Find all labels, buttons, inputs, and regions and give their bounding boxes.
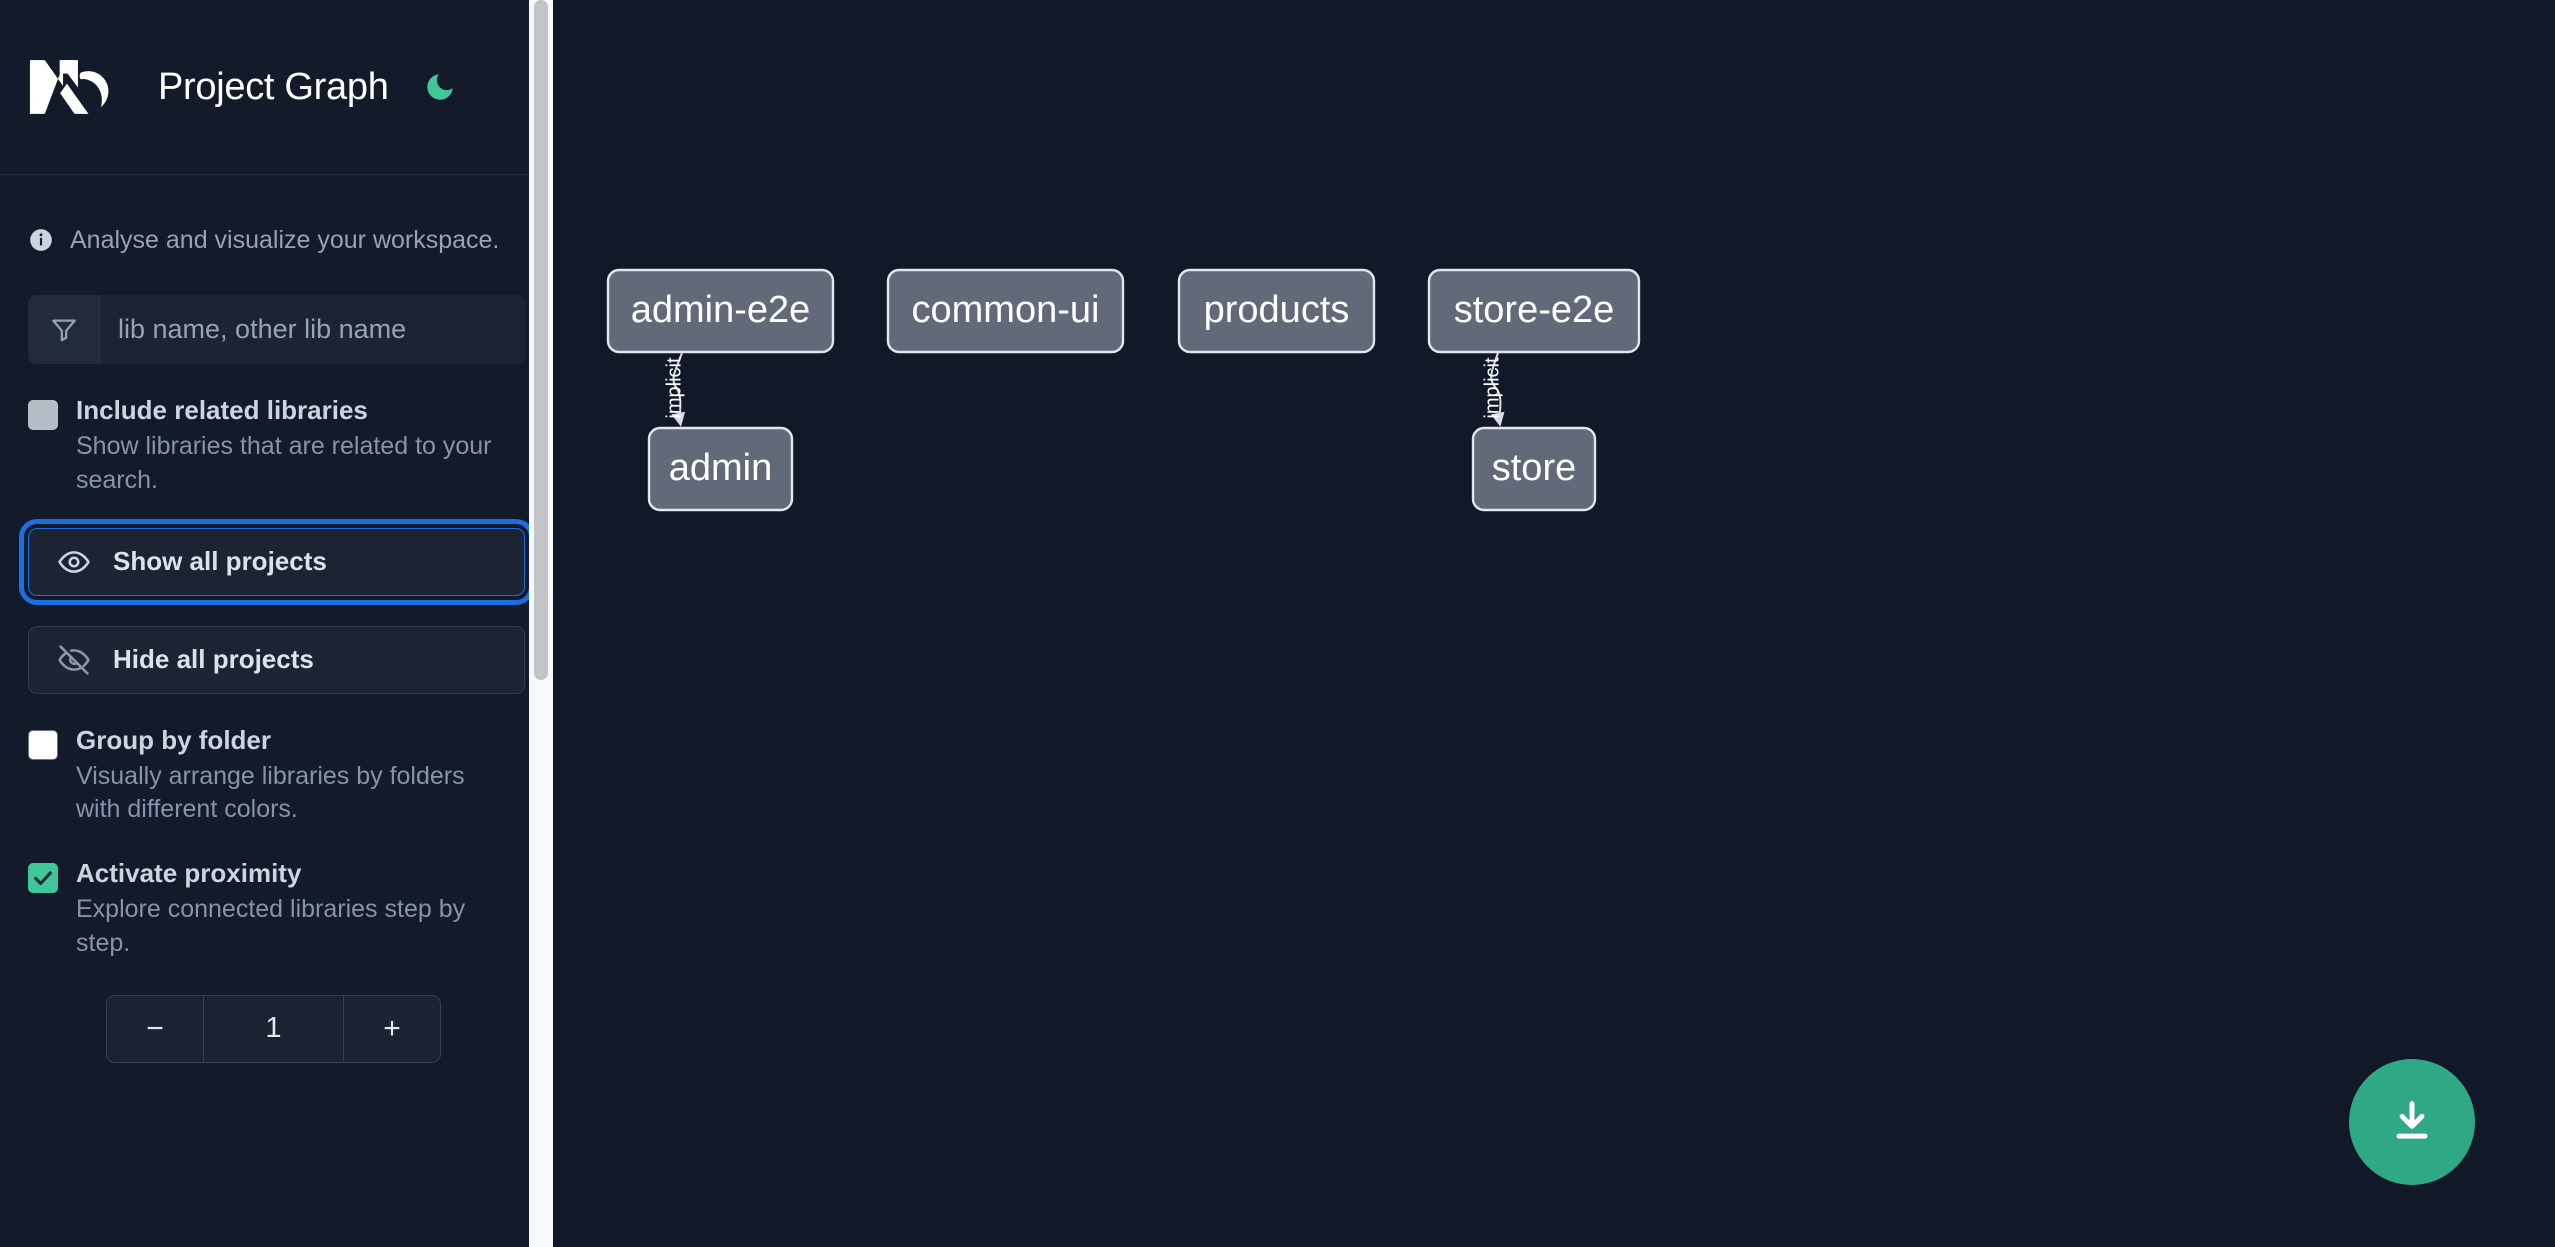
sidebar-scrollbar-thumb[interactable] <box>534 0 548 680</box>
graph-edge[interactable]: implicit <box>1481 351 1505 427</box>
include-related-libraries-description: Show libraries that are related to your … <box>76 432 492 494</box>
graph-edge[interactable]: implicit <box>664 351 686 427</box>
graph-node-label: common-ui <box>912 289 1100 331</box>
option-include-related-libraries[interactable]: Include related libraries Show libraries… <box>28 395 525 498</box>
option-activate-proximity[interactable]: Activate proximity Explore connected lib… <box>28 859 525 961</box>
graph-edges: implicit implicit <box>664 351 1505 427</box>
sidebar: Project Graph Analyse and visualize your… <box>0 0 553 1247</box>
graph-nodes[interactable]: admin-e2e common-ui products store-e2e admin… <box>606 268 1641 512</box>
graph-node-label: admin-e2e <box>631 289 811 331</box>
graph-node-rect[interactable] <box>1427 268 1641 354</box>
graph-edge-path <box>1490 351 1505 427</box>
workspace-info-text: Analyse and visualize your workspace. <box>70 225 500 254</box>
graph-node-rect[interactable] <box>647 426 794 512</box>
funnel-glyph <box>51 319 76 341</box>
search-input[interactable] <box>100 295 525 364</box>
graph-edge-label: implicit <box>1481 357 1503 419</box>
hide-all-projects-label: Hide all projects <box>113 644 314 675</box>
proximity-increment-button[interactable]: + <box>344 995 440 1062</box>
graph-node[interactable]: admin <box>647 426 794 512</box>
include-related-libraries-checkbox[interactable] <box>28 400 58 430</box>
group-by-folder-label: Group by folder <box>76 724 271 755</box>
graph-node[interactable]: products <box>1177 268 1376 354</box>
group-by-folder-description: Visually arrange libraries by folders wi… <box>76 761 465 824</box>
project-graph-svg[interactable]: implicit implicit admin-e2e common-ui produ… <box>553 0 2555 1247</box>
workspace-info: Analyse and visualize your workspace. <box>28 175 525 267</box>
show-all-projects-button[interactable]: Show all projects <box>19 518 534 605</box>
activate-proximity-description: Explore connected libraries step by step… <box>76 895 466 958</box>
filter-icon <box>28 295 100 364</box>
sidebar-header: Project Graph <box>0 0 553 175</box>
include-related-libraries-label: Include related libraries <box>76 395 368 425</box>
check-icon <box>34 871 52 886</box>
graph-node-rect[interactable] <box>1177 268 1376 354</box>
page-title: Project Graph <box>158 65 389 108</box>
graph-edge-label: implicit <box>664 357 686 419</box>
graph-node-rect[interactable] <box>1471 426 1597 512</box>
graph-node-label: store-e2e <box>1454 289 1615 331</box>
graph-node-rect[interactable] <box>606 268 835 354</box>
graph-node-label: products <box>1204 289 1350 331</box>
hide-all-projects-button[interactable]: Hide all projects <box>28 625 525 694</box>
group-by-folder-checkbox[interactable] <box>28 729 58 760</box>
show-all-projects-label: Show all projects <box>113 546 327 577</box>
graph-node-label: admin <box>669 447 773 489</box>
eye-off-icon <box>58 644 90 675</box>
graph-node-rect[interactable] <box>886 268 1125 354</box>
search-bar[interactable] <box>28 295 525 364</box>
activate-proximity-checkbox[interactable] <box>28 863 58 894</box>
graph-node[interactable]: common-ui <box>886 268 1125 354</box>
proximity-value: 1 <box>203 995 344 1062</box>
moon-icon[interactable] <box>419 66 461 108</box>
nx-logo <box>29 60 109 114</box>
download-icon <box>2396 1101 2428 1139</box>
graph-node-label: store <box>1492 447 1576 489</box>
graph-node[interactable]: store-e2e <box>1427 268 1641 354</box>
sidebar-scrollbar[interactable] <box>529 0 553 1247</box>
graph-node[interactable]: admin-e2e <box>606 268 835 354</box>
option-group-by-folder[interactable]: Group by folder Visually arrange librari… <box>28 724 525 828</box>
proximity-decrement-button[interactable]: − <box>107 995 203 1062</box>
graph-edge-path <box>671 351 686 427</box>
info-icon <box>30 229 52 251</box>
proximity-stepper[interactable]: − 1 + <box>106 994 441 1063</box>
option-text-block: Group by folder Visually arrange librari… <box>76 724 525 828</box>
option-text-block: Activate proximity Explore connected lib… <box>76 859 525 961</box>
moon-glyph <box>426 74 453 100</box>
activate-proximity-label: Activate proximity <box>76 858 302 889</box>
option-text-block: Include related libraries Show libraries… <box>76 395 525 498</box>
sidebar-body: Analyse and visualize your workspace. In… <box>0 175 553 1063</box>
eye-icon <box>58 550 90 573</box>
download-graph-button[interactable] <box>2349 1059 2475 1185</box>
graph-node[interactable]: store <box>1471 426 1597 512</box>
graph-canvas[interactable]: implicit implicit admin-e2e common-ui produ… <box>553 0 2555 1247</box>
